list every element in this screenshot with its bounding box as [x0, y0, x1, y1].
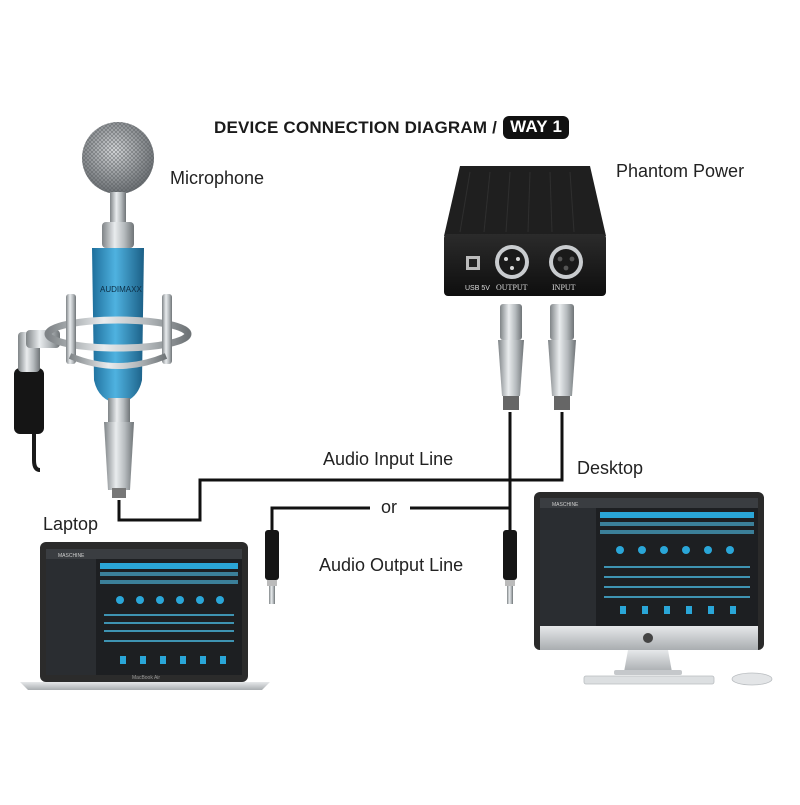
laptop-label: Laptop — [43, 514, 99, 534]
mic-brand-text: AUDIMAXX — [100, 285, 142, 294]
desktop-illustration: MASCHINE — [534, 492, 773, 686]
microphone-label: Microphone — [170, 168, 265, 188]
laptop-model-label: MacBook Air — [132, 675, 160, 681]
phantom-power-label: Phantom Power — [616, 161, 745, 181]
xlr-female-plug — [498, 304, 524, 410]
audio-output-line — [270, 412, 512, 530]
input-port-label: INPUT — [552, 283, 576, 292]
way-badge: WAY 1 — [503, 116, 570, 139]
phantom-power-box: USB 5V OUTPUT INPUT — [444, 166, 606, 296]
audio-input-line — [117, 412, 564, 522]
audio-output-line-label: Audio Output Line — [319, 555, 464, 575]
usb-port-label: USB 5V — [465, 285, 490, 292]
xlr-male-plug — [548, 304, 576, 410]
laptop-illustration: MASCHINE MacBook Air — [20, 542, 270, 690]
audio-input-line-label: Audio Input Line — [323, 449, 454, 469]
microphone-illustration: AUDIMAXX — [14, 122, 192, 498]
output-port-label: OUTPUT — [496, 283, 528, 292]
diagram-title: DEVICE CONNECTION DIAGRAM / WAY 1 — [214, 116, 570, 139]
audio-jack-right — [503, 530, 517, 604]
diagram-title-text: DEVICE CONNECTION DIAGRAM / — [214, 117, 498, 137]
desktop-label: Desktop — [577, 458, 644, 478]
or-label: or — [381, 497, 398, 517]
desktop-daw-name: MASCHINE — [552, 502, 579, 508]
laptop-daw-name: MASCHINE — [58, 553, 85, 559]
audio-jack-left — [265, 530, 279, 604]
